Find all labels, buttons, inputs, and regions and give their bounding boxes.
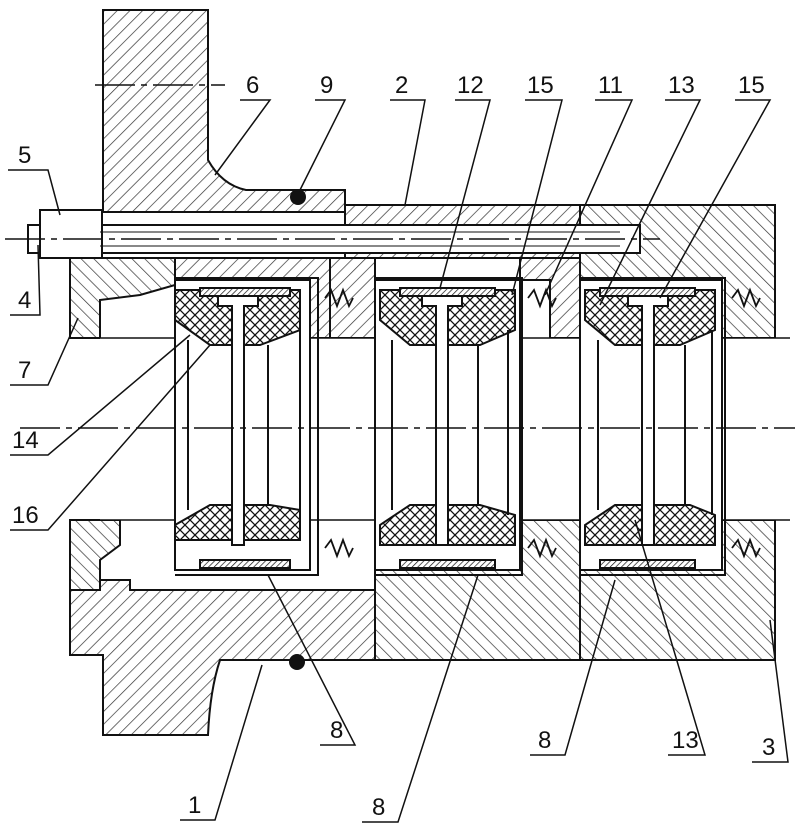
callout-8-b: 8 — [372, 794, 385, 821]
callout-8-c: 8 — [538, 727, 551, 754]
leader-11 — [439, 99, 491, 289]
callout-14: 15 — [738, 72, 765, 99]
cell3-gland — [580, 277, 726, 576]
callout-11: 12 — [457, 72, 484, 99]
o-ring-top — [290, 189, 306, 205]
callouts: 5 4 6 9 2 12 15 11 13 15 7 14 16 8 1 8 8… — [12, 72, 775, 821]
cell2-strip-top — [399, 287, 496, 297]
callout-6: 6 — [246, 72, 259, 99]
callout-12: 13 — [672, 727, 699, 754]
leader-14 — [659, 99, 772, 299]
cell1-strip-bottom — [199, 559, 291, 569]
nut — [39, 209, 103, 259]
left-body-top — [69, 257, 176, 339]
leader-8c — [530, 579, 616, 756]
leader-9 — [299, 99, 347, 191]
callout-2: 2 — [395, 72, 408, 99]
cell3-t-spacer — [627, 295, 669, 546]
callout-13-left: 14 — [12, 427, 39, 454]
callout-9: 9 — [320, 72, 333, 99]
callout-13-top: 13 — [668, 72, 695, 99]
leader-12 — [634, 519, 707, 756]
spring-2-bottom — [527, 537, 557, 559]
callout-5: 5 — [18, 142, 31, 169]
leader-16 — [10, 344, 211, 531]
cell2-strip-bottom — [399, 559, 496, 569]
leader-13b — [10, 334, 191, 456]
cell1-t-spacer — [217, 295, 259, 546]
leader-7 — [10, 317, 79, 386]
cell3-strip-top — [599, 287, 696, 297]
callout-8-a: 8 — [330, 717, 343, 744]
spring-3-bottom — [731, 537, 761, 559]
cell2-t-spacer — [421, 295, 463, 546]
leader-lines — [8, 99, 789, 823]
cell1-strip-top — [199, 287, 291, 297]
leader-2 — [390, 99, 426, 206]
callout-15: 15 — [527, 72, 554, 99]
callout-10: 11 — [598, 72, 623, 99]
leader-13a — [599, 99, 702, 306]
leader-8a — [267, 574, 357, 746]
o-ring-bottom — [289, 654, 305, 670]
spring-3-top — [731, 287, 761, 309]
callout-3: 3 — [762, 734, 775, 761]
callout-7: 7 — [18, 357, 31, 384]
spring-1-top — [324, 287, 354, 309]
leader-10 — [544, 99, 634, 296]
callout-1: 1 — [188, 792, 201, 819]
springs — [324, 287, 761, 559]
cell2-gland — [375, 277, 523, 576]
leader-6 — [214, 99, 272, 176]
seal-cells — [174, 277, 726, 576]
spring-1-bottom — [324, 537, 354, 559]
leader-4 — [10, 244, 41, 316]
cell1-gland — [175, 277, 319, 576]
leader-3 — [752, 619, 789, 763]
centerlines — [5, 84, 795, 429]
leader-15 — [511, 99, 563, 296]
callout-4: 4 — [18, 287, 31, 314]
leader-8b — [362, 574, 479, 823]
flange-bottom — [69, 519, 376, 736]
leader-1 — [180, 664, 263, 821]
callout-16: 16 — [12, 502, 39, 529]
leader-5 — [8, 169, 61, 216]
spring-2-top — [527, 287, 557, 309]
flange-top — [102, 9, 346, 213]
